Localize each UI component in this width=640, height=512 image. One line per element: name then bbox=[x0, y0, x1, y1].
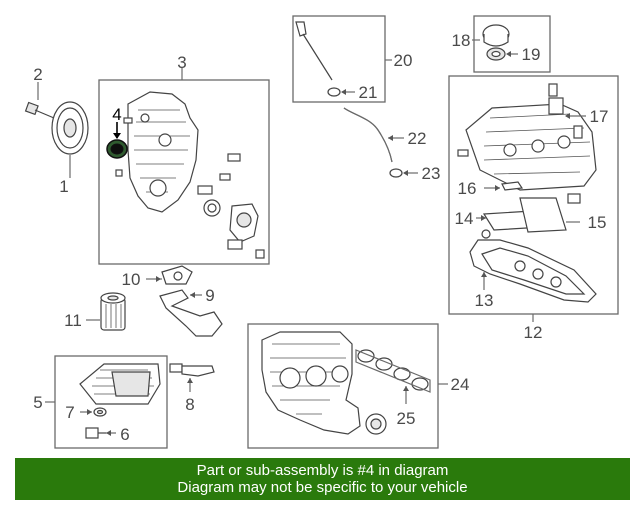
callout-1: 1 bbox=[59, 177, 68, 196]
callout-19: 19 bbox=[522, 45, 541, 64]
callout-9: 9 bbox=[205, 286, 214, 305]
callout-6: 6 bbox=[120, 425, 129, 444]
banner-line-1: Part or sub-assembly is #4 in diagram bbox=[196, 462, 449, 479]
oil-cap-group-box bbox=[473, 15, 551, 73]
timing-chain-cover bbox=[127, 68, 199, 213]
callout-14: 14 bbox=[455, 209, 474, 228]
callout-7: 7 bbox=[65, 403, 74, 422]
valve-cover-gasket bbox=[469, 229, 597, 303]
callout-3: 3 bbox=[177, 53, 186, 72]
callout-23: 23 bbox=[422, 164, 441, 183]
oil-pan bbox=[45, 363, 161, 405]
oil-dipstick bbox=[295, 21, 392, 81]
callout-4: 4 bbox=[112, 105, 121, 124]
front-crankshaft-seal bbox=[106, 122, 128, 159]
callout-25: 25 bbox=[397, 409, 416, 428]
callout-22: 22 bbox=[408, 129, 427, 148]
spark-plug-tube-seals bbox=[476, 197, 580, 233]
oil-filter bbox=[86, 292, 126, 331]
tube-o-ring bbox=[389, 168, 418, 178]
callout-18: 18 bbox=[452, 31, 471, 50]
callout-8: 8 bbox=[185, 395, 194, 414]
valve-cover bbox=[457, 103, 597, 322]
callout-10: 10 bbox=[122, 270, 141, 289]
callout-12: 12 bbox=[524, 323, 543, 342]
filler-cap-gasket bbox=[486, 47, 518, 61]
oil-level-sensor bbox=[169, 363, 215, 392]
drain-plug bbox=[85, 427, 116, 439]
callout-2: 2 bbox=[33, 65, 42, 84]
pickup-gasket bbox=[146, 265, 193, 285]
callout-24: 24 bbox=[451, 375, 470, 394]
dipstick-group-box bbox=[292, 15, 386, 103]
oil-pickup-tube bbox=[159, 289, 223, 337]
callout-11: 11 bbox=[64, 311, 82, 330]
timing-cover-bolts bbox=[115, 117, 265, 259]
callout-21: 21 bbox=[359, 83, 378, 102]
intake-manifold-gasket bbox=[355, 349, 431, 404]
pulley-bolt bbox=[24, 82, 55, 119]
callout-16: 16 bbox=[458, 179, 477, 198]
timing-cover-group-box bbox=[98, 79, 270, 265]
callout-13: 13 bbox=[475, 291, 494, 310]
diagram-canvas: 1 2 3 4 5 6 7 8 9 10 11 12 13 14 15 16 1… bbox=[24, 15, 619, 449]
crankshaft-pulley bbox=[51, 101, 89, 178]
oil-filler-cap bbox=[472, 24, 510, 47]
callout-17: 17 bbox=[590, 107, 609, 126]
drain-plug-washer bbox=[80, 407, 107, 417]
banner-line-2: Diagram may not be specific to your vehi… bbox=[177, 479, 468, 496]
camshaft-position-sensor bbox=[548, 83, 586, 139]
intake-manifold bbox=[261, 331, 448, 435]
callout-5: 5 bbox=[33, 393, 42, 412]
intake-manifold-group-box bbox=[247, 323, 439, 449]
callout-15: 15 bbox=[588, 213, 607, 232]
callout-20: 20 bbox=[394, 51, 413, 70]
dipstick-tube bbox=[343, 107, 404, 163]
disclaimer-banner: Part or sub-assembly is #4 in diagram Di… bbox=[15, 458, 630, 500]
pcv-hose bbox=[484, 181, 581, 204]
tensioner-assembly bbox=[203, 199, 259, 250]
dipstick-o-ring bbox=[327, 87, 355, 97]
